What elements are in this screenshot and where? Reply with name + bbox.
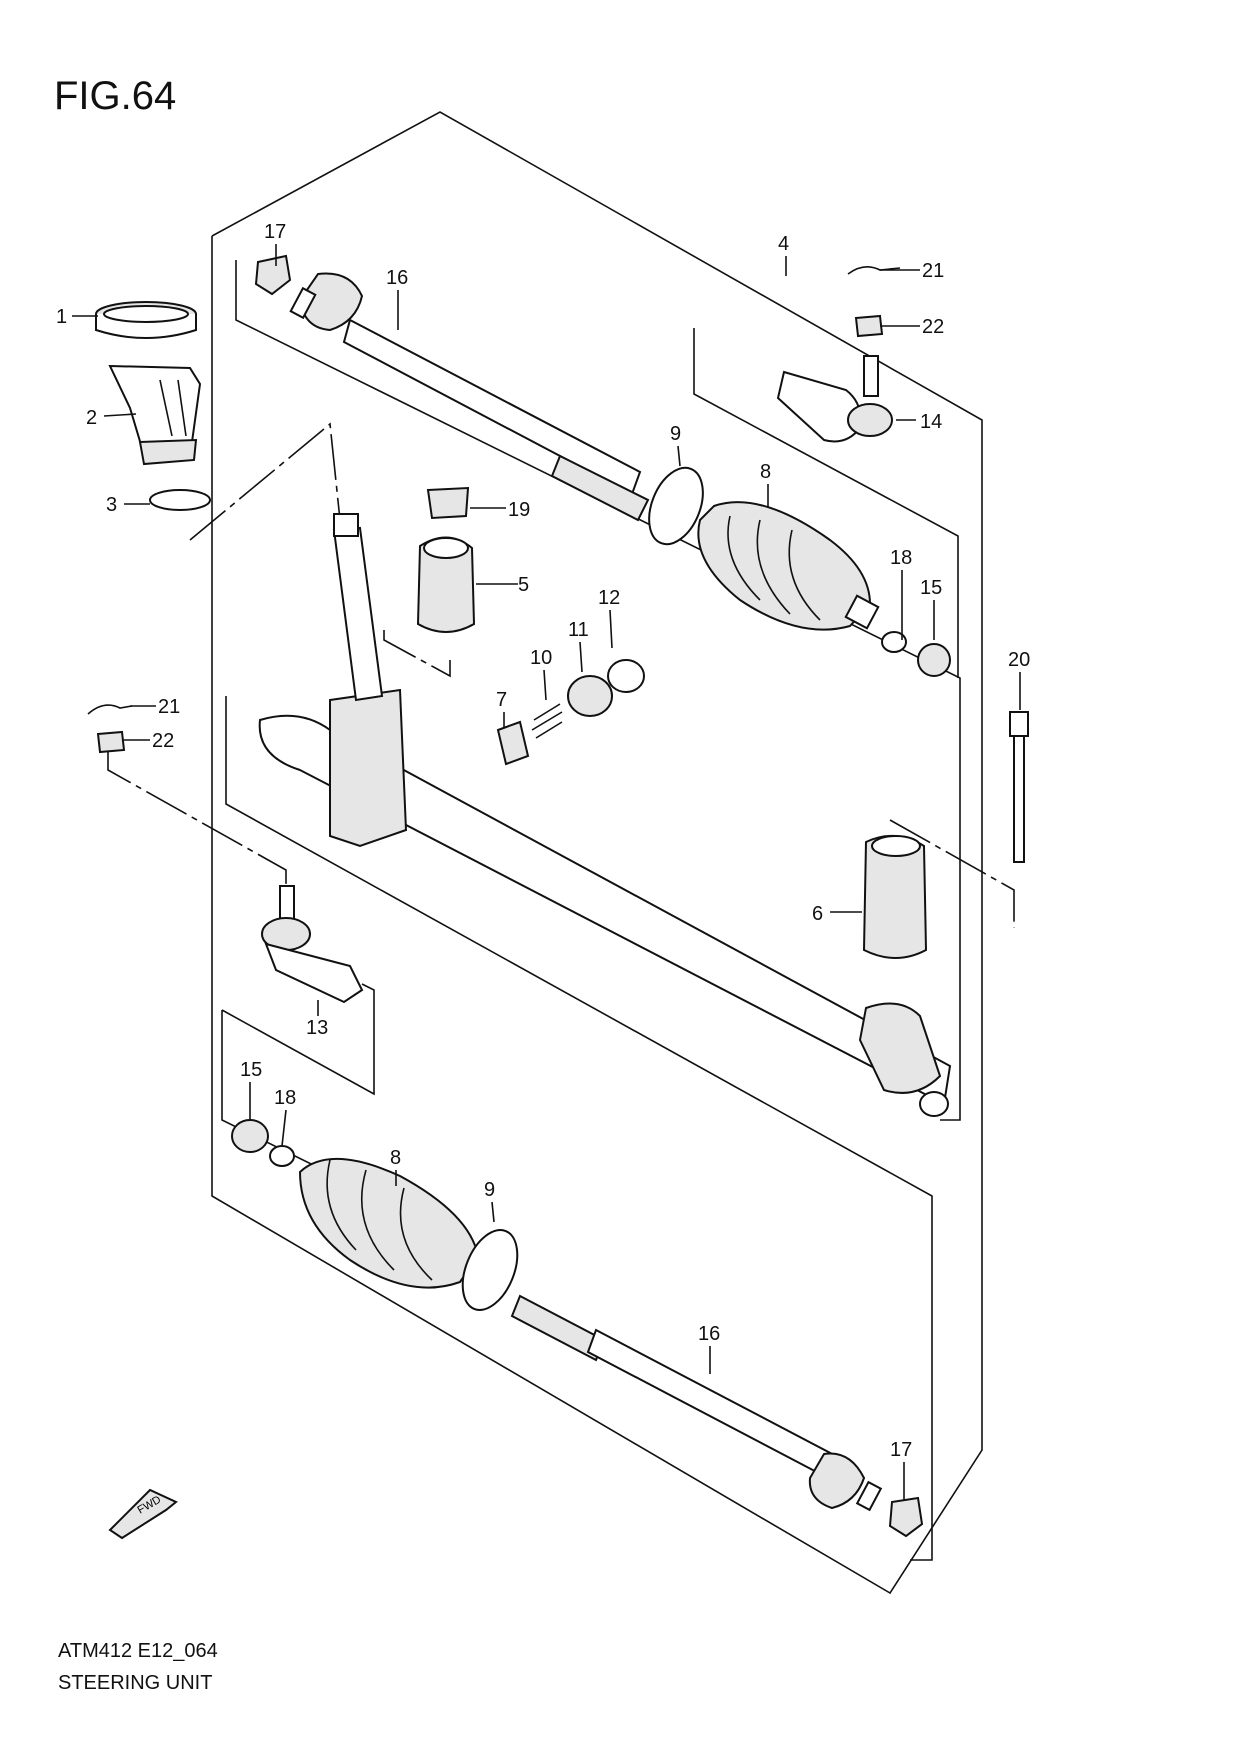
callout-8-lower: 8: [390, 1147, 401, 1169]
callout-15-upper: 15: [920, 577, 942, 599]
part-adjust-plug: [426, 486, 470, 520]
part-rack-guide: [496, 720, 530, 766]
callout-21-lower: 21: [158, 696, 180, 718]
callout-5: 5: [518, 574, 529, 596]
part-rack-boot-lower: [298, 1157, 480, 1289]
callout-18-upper: 18: [890, 547, 912, 569]
tie-rod-end-leader-line: [107, 750, 287, 900]
callout-17-lower: 17: [890, 1439, 912, 1461]
callout-14: 14: [920, 411, 942, 433]
part-cotter-pin-upper: [847, 266, 901, 275]
callout-4: 4: [778, 233, 789, 255]
callout-16-lower: 16: [698, 1323, 720, 1345]
callout-20: 20: [1008, 649, 1030, 671]
part-nut-18-lower: [269, 1145, 295, 1167]
callout-leaders: [72, 244, 1021, 1500]
fwd-arrow-icon: FWD: [108, 1488, 178, 1540]
callout-9-lower: 9: [484, 1179, 495, 1201]
callout-2: 2: [86, 407, 97, 429]
diagram-name: STEERING UNIT: [58, 1672, 213, 1694]
part-nut-15-lower: [231, 1119, 269, 1153]
callout-13: 13: [306, 1017, 328, 1039]
callout-19: 19: [508, 499, 530, 521]
part-tie-rod-upper: [289, 272, 650, 522]
part-nut-15-upper: [917, 643, 951, 677]
callout-11: 11: [568, 619, 589, 641]
part-nut-18-upper: [881, 631, 907, 653]
callout-9-upper: 9: [670, 423, 681, 445]
part-boot-clamp-upper: [648, 466, 704, 546]
callout-16-upper: 16: [386, 267, 408, 289]
part-bolt: [1009, 711, 1029, 863]
callout-22-lower: 22: [152, 730, 174, 752]
part-seal-ring: [95, 301, 197, 339]
part-cotter-pin-lower: [87, 704, 133, 715]
part-guide-cap: [567, 675, 613, 717]
callout-12: 12: [598, 587, 620, 609]
tie-rod-end-frame: [693, 328, 959, 678]
part-tie-rod-lower: [510, 1294, 883, 1512]
part-bushing-6: [862, 835, 928, 959]
part-bushing-5: [416, 536, 476, 633]
rack-frame: [225, 696, 933, 1561]
part-boot-clamp-lower: [461, 1229, 519, 1311]
callout-22-upper: 22: [922, 316, 944, 338]
part-castle-nut-upper: [854, 314, 884, 338]
diagram-code: ATM412 E12_064: [58, 1640, 218, 1662]
part-spring: [531, 703, 563, 739]
assembly-frame: [211, 111, 983, 1595]
pinion-leader-line: [189, 422, 341, 541]
callout-15-lower: 15: [240, 1059, 262, 1081]
part-lock-washer-lower: [888, 1496, 924, 1538]
bushing-leader-line: [383, 630, 451, 678]
part-castle-nut-lower: [96, 730, 126, 754]
callout-8-upper: 8: [760, 461, 771, 483]
callout-1: 1: [56, 306, 67, 328]
part-tie-rod-end-lower: [261, 885, 364, 1004]
callout-17-upper: 17: [264, 221, 286, 243]
callout-21-upper: 21: [922, 260, 944, 282]
part-lock-washer-upper: [254, 254, 292, 296]
callout-10: 10: [530, 647, 552, 669]
part-o-ring: [149, 489, 211, 511]
part-pinion-boot: [108, 364, 202, 466]
callout-7: 7: [496, 689, 507, 711]
callout-6: 6: [812, 903, 823, 925]
part-steering-gear-case: [258, 513, 952, 1117]
tie-rod-upper-frame: [235, 260, 961, 1121]
figure-title: FIG.64: [54, 74, 177, 118]
part-rack-boot-upper: [697, 501, 880, 631]
callout-3: 3: [106, 494, 117, 516]
tie-rod-end-lower-frame: [221, 983, 375, 1096]
bolt-leader-line: [889, 819, 1015, 928]
part-tie-rod-end-upper: [776, 355, 893, 443]
callout-18-lower: 18: [274, 1087, 296, 1109]
part-lock-nut: [607, 659, 645, 693]
